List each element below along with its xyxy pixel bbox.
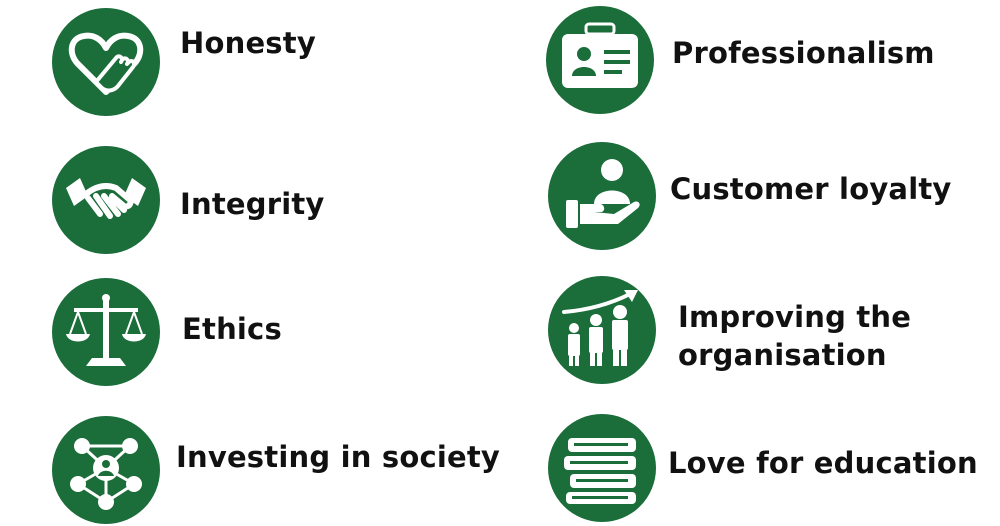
hand-holding-person-icon [566,159,640,228]
value-label: Investing in society [176,440,501,474]
icon-badge [52,416,160,524]
icon-badge [548,142,656,250]
icon-badge [548,276,656,384]
value-label: Improving the organisation [678,300,912,372]
icon-badge [52,146,160,254]
people-network-icon [70,438,142,510]
books-icon [564,438,636,504]
icon-badge [546,6,654,114]
id-card-icon [562,22,638,88]
icon-badge [52,8,160,116]
icon-badge [548,414,656,522]
value-label: Integrity [180,187,325,221]
heart-hand-icon [68,32,144,95]
scales-icon [66,294,146,366]
value-label: Honesty [180,26,316,60]
value-label: Professionalism [672,36,935,70]
handshake-icon [66,178,146,219]
value-label: Ethics [182,312,282,346]
value-label: Love for education [668,446,978,480]
growth-people-icon [562,290,638,366]
value-label: Customer loyalty [670,172,952,206]
icon-badge [52,278,160,386]
